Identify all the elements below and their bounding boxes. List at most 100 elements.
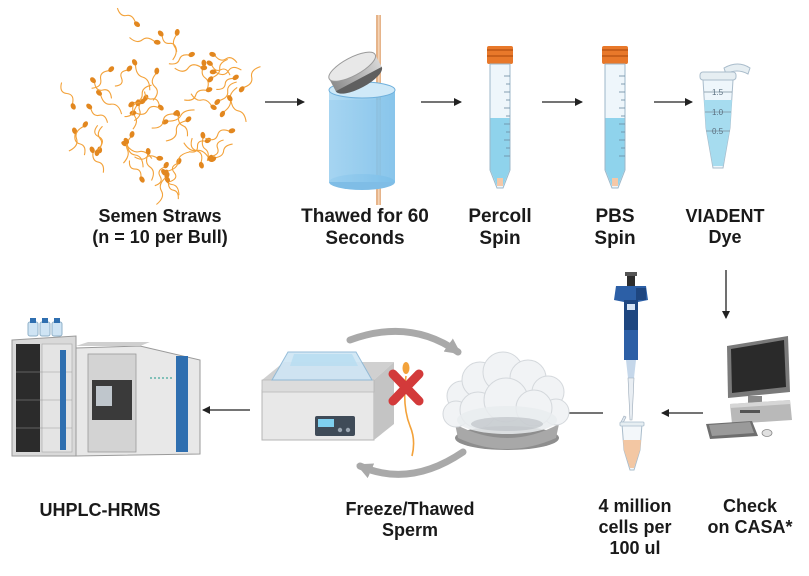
pbs-line2: Spin [594, 228, 636, 250]
sperm-tail [166, 151, 190, 172]
semen-straws-line2: (n = 10 per Bull) [92, 227, 228, 248]
label-uhplc: UHPLC-HRMS [20, 500, 180, 521]
sperm-tail [214, 54, 238, 64]
sperm-tail [174, 64, 203, 72]
sperm-head [108, 66, 115, 73]
sperm-tail [116, 7, 137, 24]
sperm-head [188, 51, 195, 58]
sperm-tail [91, 70, 110, 89]
freeze-line2: Sperm [381, 520, 439, 541]
sperm-head [205, 87, 213, 93]
sperm-head [207, 76, 214, 83]
sperm-tail [230, 99, 247, 122]
sperm-head [200, 131, 206, 139]
sperm-head [206, 60, 213, 66]
casa-line1: Check [722, 496, 778, 516]
sperm-tail [242, 66, 261, 89]
sperm-head [228, 128, 236, 134]
sperm-head [174, 29, 180, 36]
sperm-head [201, 59, 207, 67]
sperm-tail [169, 162, 179, 183]
label-casa: Check on CASA* [700, 496, 800, 538]
sperm-tail [183, 142, 210, 159]
sperm-tail [143, 91, 160, 107]
sperm-tail [92, 151, 105, 173]
sperm-tail [74, 132, 86, 156]
tube-mark-a: 1.5 [712, 88, 724, 97]
sperm-tail [166, 109, 195, 122]
sperm-tail [184, 89, 208, 101]
sperm-tail [211, 58, 228, 79]
sperm-tail [214, 143, 233, 159]
computer-icon [706, 336, 792, 439]
sperm-head [133, 21, 141, 28]
lc-ms-instrument-icon [11, 318, 201, 457]
sperm-tail [210, 63, 231, 76]
sperm-tail [165, 120, 188, 142]
sperm-head [126, 65, 133, 72]
cryo-dish-icon [442, 351, 570, 450]
sperm-head [185, 116, 192, 123]
sperm-head [210, 104, 217, 111]
sperm-head [156, 155, 164, 161]
pipette-icon [614, 272, 648, 471]
sperm-tail [172, 33, 178, 61]
sperm-head [204, 137, 212, 144]
sperm-head [86, 103, 93, 110]
sperm-tail [188, 140, 207, 153]
tube-mark-b: 1.0 [712, 108, 724, 117]
cycle-arrows [346, 327, 467, 479]
percoll-line1: Percoll [468, 206, 532, 227]
viadent-line1: VIADENT [685, 206, 765, 226]
falcon-tube-icon [602, 46, 628, 189]
label-thawed: Thawed for 60 Seconds [290, 206, 440, 251]
sperm-head [72, 127, 78, 135]
sperm-tail [190, 93, 213, 107]
sperm-tail [151, 72, 158, 101]
sperm-tail [177, 115, 189, 137]
sperm-head [139, 176, 145, 183]
sperm-tail [146, 153, 154, 181]
sperm-tail [114, 69, 129, 87]
sperm-head [207, 156, 214, 163]
sperm-head [90, 77, 96, 84]
sperm-head [145, 148, 151, 155]
sperm-head [214, 99, 221, 105]
sperm-tail [134, 155, 159, 160]
sperm-head [162, 169, 169, 176]
uhplc-line1: UHPLC-HRMS [39, 500, 161, 520]
sperm-tail [214, 66, 242, 76]
sperm-tail [168, 54, 190, 65]
sperm-tail [156, 176, 167, 205]
sperm-head [209, 51, 216, 57]
label-percoll: Percoll Spin [460, 206, 540, 251]
sperm-head [129, 131, 135, 138]
cells-line3: 100 ul [609, 538, 661, 559]
sperm-head [232, 74, 239, 81]
sperm-tail [60, 82, 74, 105]
sperm-head [209, 69, 217, 75]
solvent-bottles [27, 318, 63, 337]
sperm-tail [218, 81, 237, 102]
label-cells: 4 million cells per 100 ul [580, 496, 690, 560]
sperm-tail [205, 129, 231, 141]
water-bath-icon [261, 351, 394, 441]
sperm-tail [90, 107, 109, 123]
cross-icon [388, 362, 424, 457]
viadent-line2: Dye [708, 227, 742, 248]
casa-line2: on CASA* [707, 517, 793, 538]
sperm-head [70, 103, 76, 110]
sperm-tail [211, 139, 224, 157]
sperm-tail [151, 113, 175, 129]
percoll-line2: Spin [479, 228, 521, 250]
sperm-head [94, 149, 100, 157]
sperm-head [227, 95, 233, 102]
semen-straws-line1: Semen Straws [98, 206, 222, 226]
sperm-tail [124, 101, 142, 118]
sperm-tail [68, 125, 85, 152]
label-semen-straws: Semen Straws (n = 10 per Bull) [70, 206, 250, 248]
sperm-tail [132, 104, 138, 130]
sperm-head [198, 161, 204, 169]
pbs-line1: PBS [595, 206, 635, 227]
